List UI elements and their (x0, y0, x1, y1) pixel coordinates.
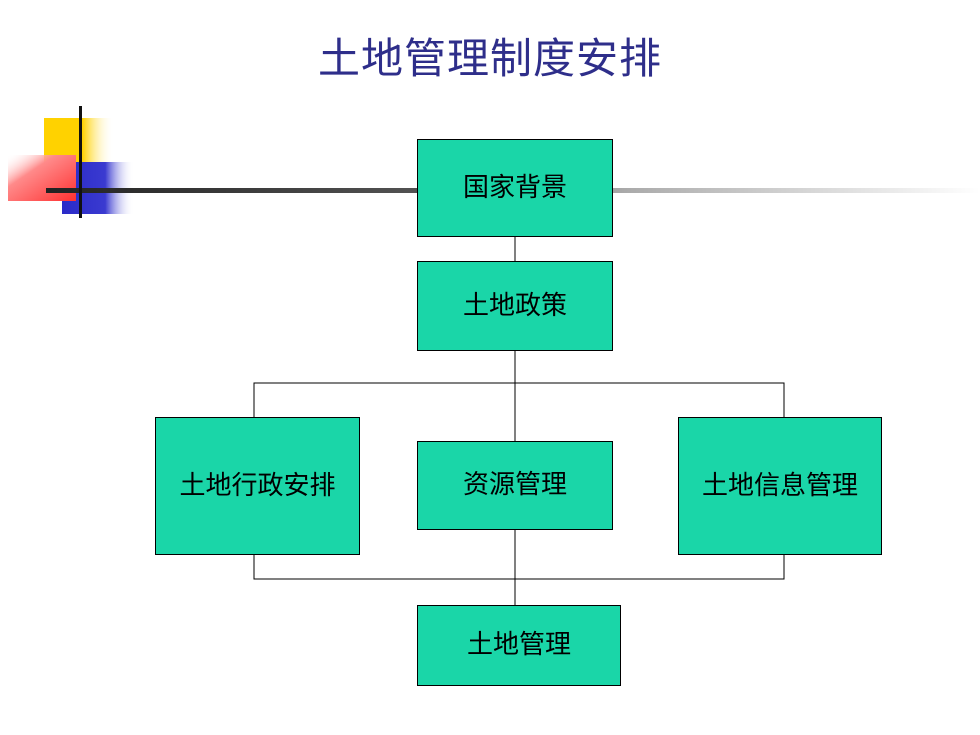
node-land-info-management: 土地信息管理 (678, 417, 882, 555)
connector-upper-bracket (253, 382, 785, 417)
node-national-background: 国家背景 (417, 139, 613, 237)
vertical-rule (79, 106, 82, 218)
node-land-policy: 土地政策 (417, 261, 613, 351)
connector-lower-bracket (253, 555, 785, 580)
yellow-square (44, 118, 114, 166)
node-resource-management: 资源管理 (417, 441, 613, 530)
red-square (8, 155, 76, 201)
node-land-admin-arrangement: 土地行政安排 (155, 417, 360, 555)
blue-square (62, 162, 134, 214)
slide-title: 土地管理制度安排 (317, 34, 662, 83)
node-land-management: 土地管理 (417, 605, 621, 686)
